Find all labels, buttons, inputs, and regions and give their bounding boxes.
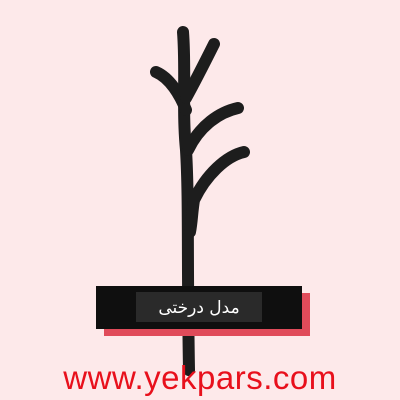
tree-branch-top-right [180, 38, 220, 104]
label-box: مدل درختی [96, 286, 302, 329]
tree-branch-lower [184, 146, 250, 238]
tree-branch-middle [182, 102, 244, 156]
label-text: مدل درختی [158, 297, 240, 318]
label-inner-panel [136, 292, 262, 322]
watermark-text: www.yekpars.com [63, 359, 337, 396]
tree-branch-top-left [150, 66, 192, 116]
